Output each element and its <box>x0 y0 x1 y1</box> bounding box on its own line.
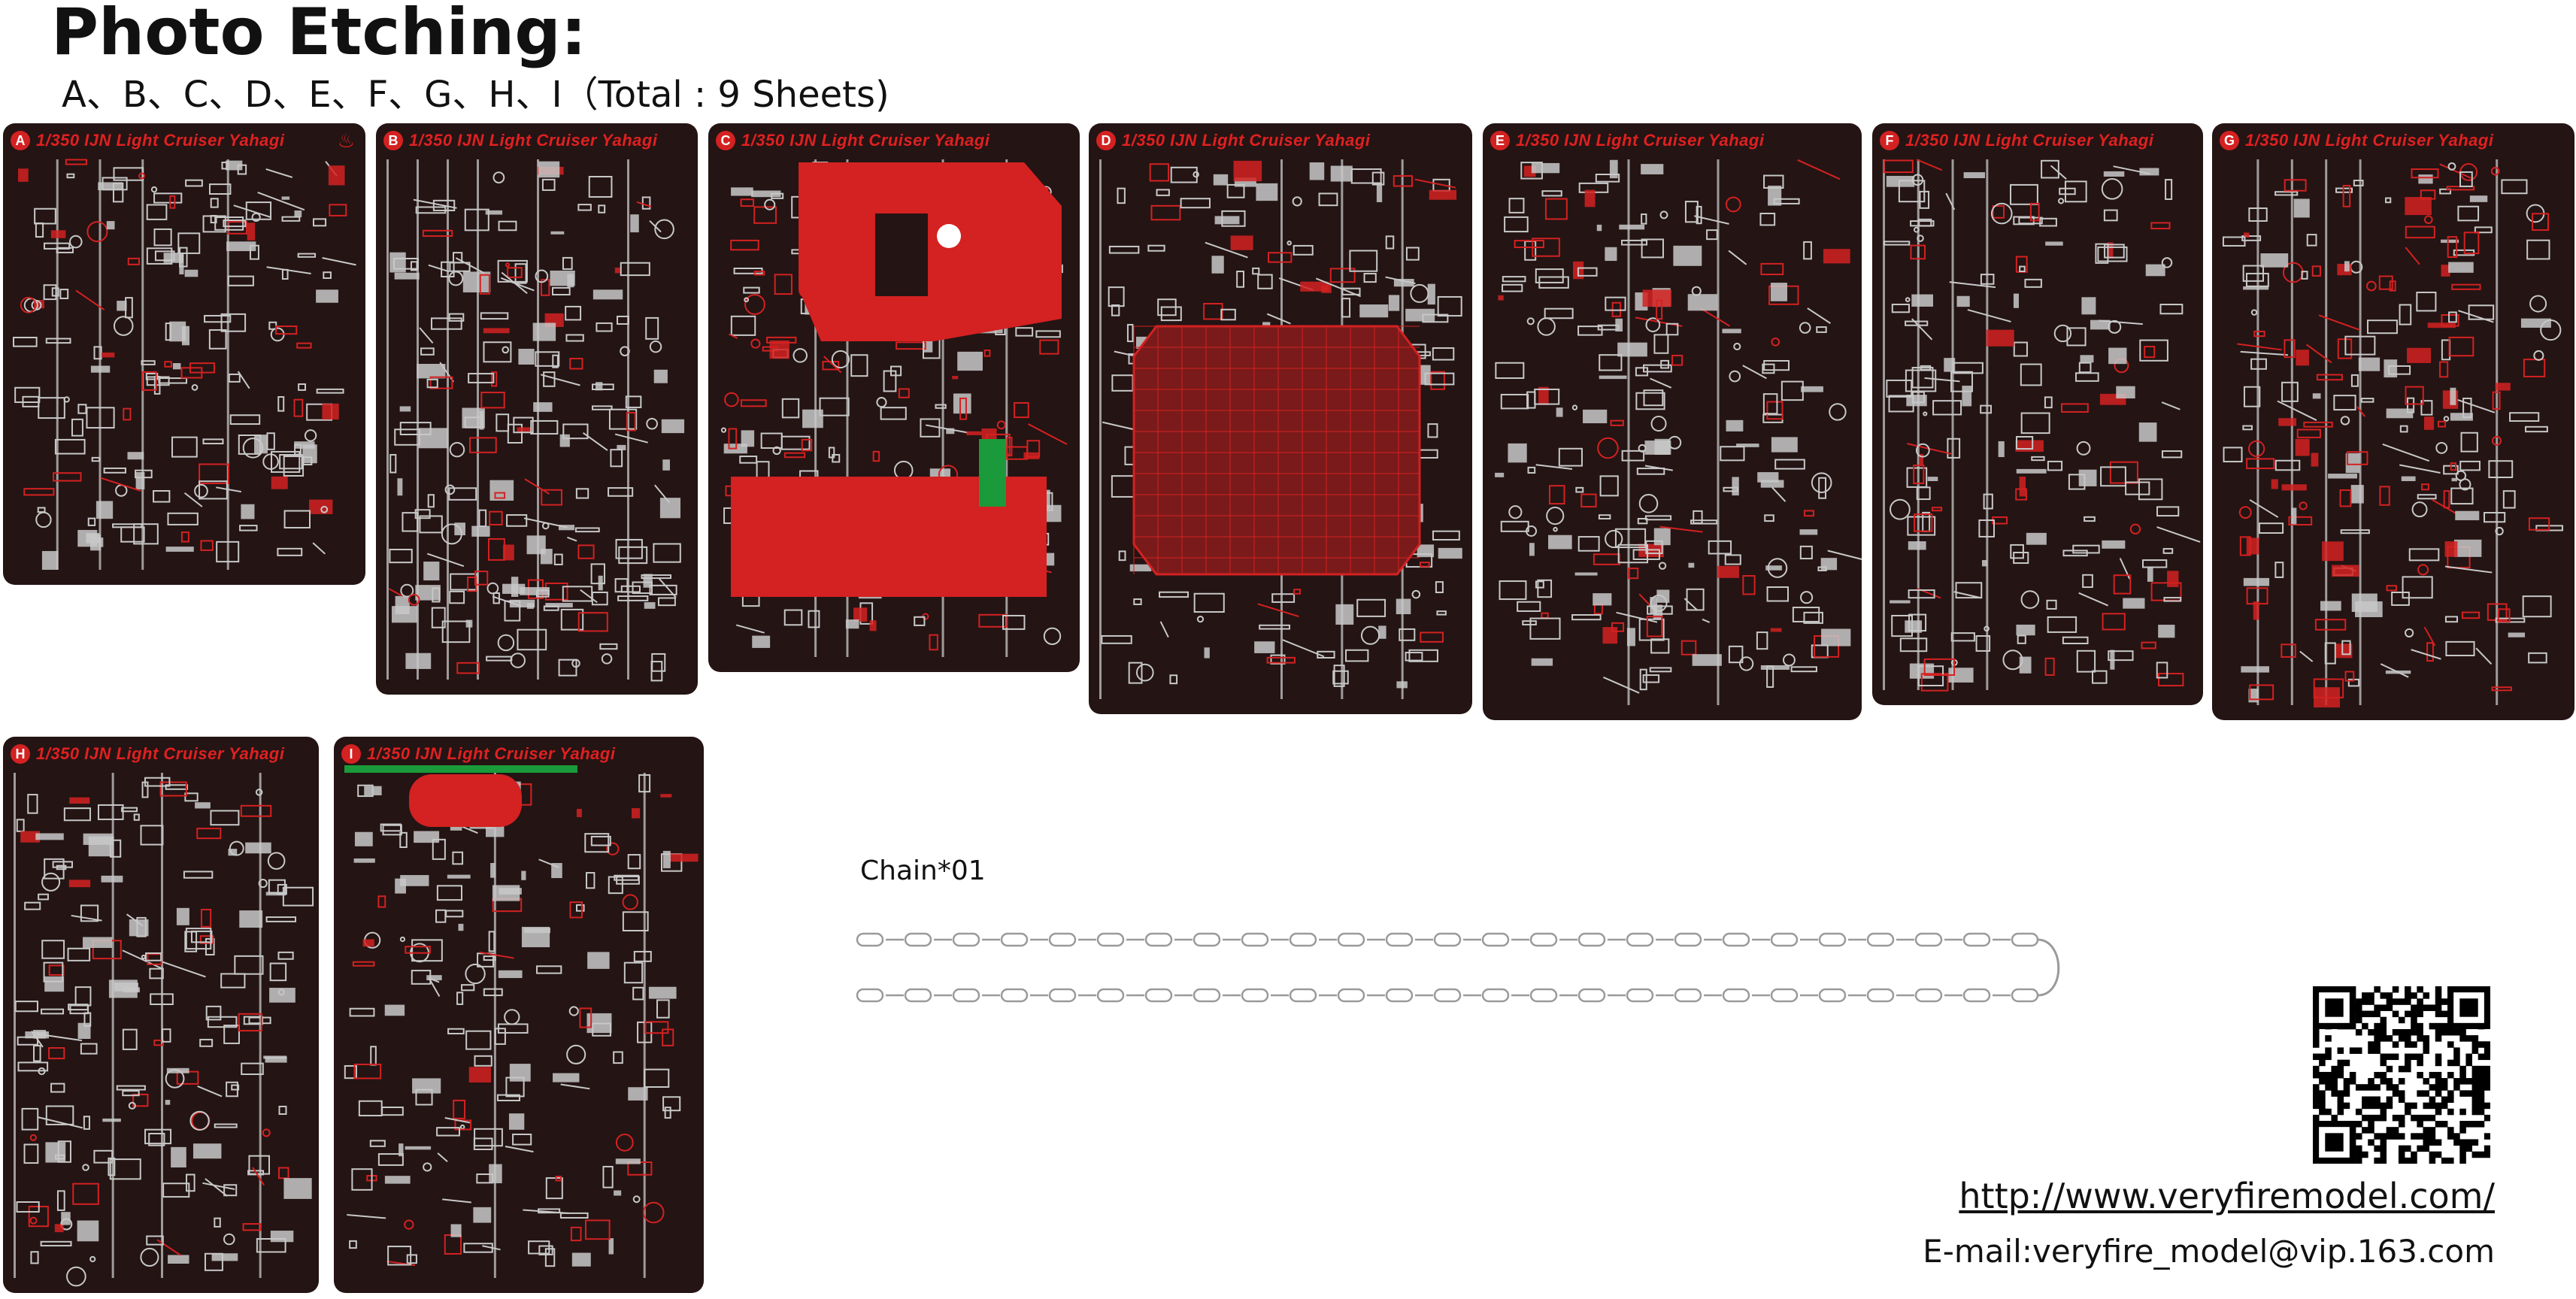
etch-sheet-f: F 1/350 IJN Light Cruiser Yahagi <box>1872 123 2203 705</box>
sheet-title: 1/350 IJN Light Cruiser Yahagi <box>1905 131 2154 150</box>
sheet-title: 1/350 IJN Light Cruiser Yahagi <box>1122 131 1371 150</box>
etch-sheet-h: H 1/350 IJN Light Cruiser Yahagi <box>3 737 319 1293</box>
etch-sheet-c: C 1/350 IJN Light Cruiser Yahagi <box>708 123 1080 672</box>
website-link[interactable]: http://www.veryfiremodel.com/ <box>1959 1176 2495 1216</box>
sheet-letter-badge: A <box>11 131 30 150</box>
sheet-title: 1/350 IJN Light Cruiser Yahagi <box>36 744 285 763</box>
contact-email: E-mail:veryfire_model@vip.163.com <box>1923 1233 2495 1270</box>
page-title: Photo Etching: <box>51 0 587 70</box>
etch-sheet-d: D 1/350 IJN Light Cruiser Yahagi <box>1089 123 1472 714</box>
sheet-letter-badge: F <box>1880 131 1899 150</box>
chain-label: Chain*01 <box>860 855 986 886</box>
sheet-title: 1/350 IJN Light Cruiser Yahagi <box>367 744 616 763</box>
etch-sheet-g: G 1/350 IJN Light Cruiser Yahagi <box>2212 123 2574 720</box>
sheet-letter-badge: B <box>383 131 403 150</box>
sheet-title: 1/350 IJN Light Cruiser Yahagi <box>741 131 990 150</box>
etch-sheet-b: B 1/350 IJN Light Cruiser Yahagi <box>376 123 698 695</box>
sheet-letter-badge: G <box>2220 131 2239 150</box>
sheet-title: 1/350 IJN Light Cruiser Yahagi <box>36 131 285 150</box>
sheet-title: 1/350 IJN Light Cruiser Yahagi <box>2245 131 2494 150</box>
anchor-chain <box>856 932 2060 1003</box>
etch-sheet-i: I 1/350 IJN Light Cruiser Yahagi <box>334 737 704 1293</box>
sheet-list-subtitle: A、B、C、D、E、F、G、H、I（Total : 9 Sheets) <box>62 74 889 116</box>
sheet-letter-badge: E <box>1490 131 1510 150</box>
sheet-letter-badge: C <box>716 131 735 150</box>
sheet-title: 1/350 IJN Light Cruiser Yahagi <box>409 131 658 150</box>
sheet-title: 1/350 IJN Light Cruiser Yahagi <box>1516 131 1765 150</box>
qr-code-icon <box>2313 986 2490 1164</box>
sheet-letter-badge: D <box>1096 131 1116 150</box>
flame-icon: ♨ <box>337 129 355 152</box>
etch-sheet-e: E 1/350 IJN Light Cruiser Yahagi <box>1483 123 1862 720</box>
sheet-letter-badge: I <box>341 744 361 764</box>
etch-sheet-a: A 1/350 IJN Light Cruiser Yahagi ♨ <box>3 123 365 585</box>
sheet-letter-badge: H <box>11 744 30 764</box>
